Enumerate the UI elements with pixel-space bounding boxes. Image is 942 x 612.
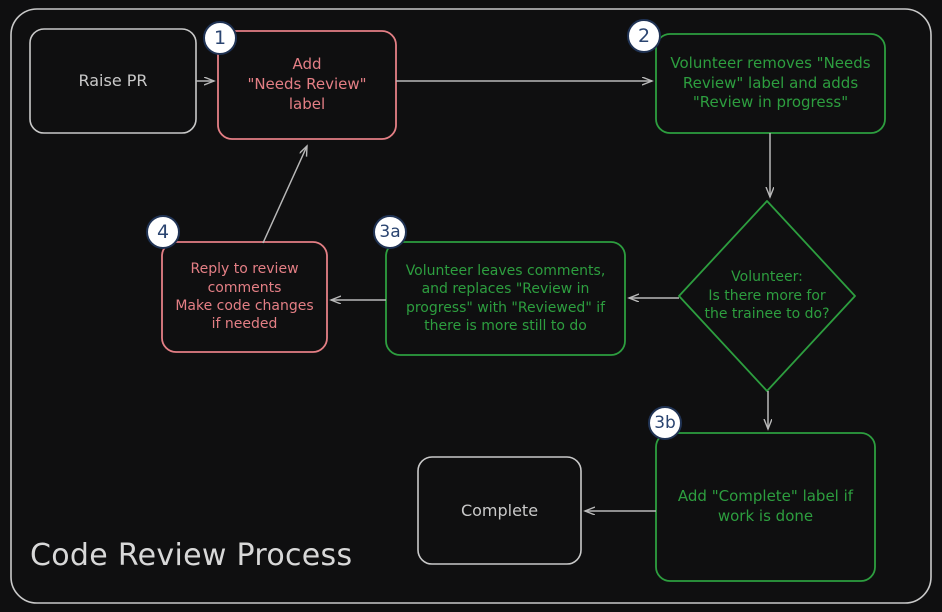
step-badge-3a[interactable]: 3a: [373, 215, 407, 249]
step-badge-3b[interactable]: 3b: [648, 406, 682, 440]
node-volunteer-leaves-comments[interactable]: [385, 241, 626, 356]
node-add-needs-review-label[interactable]: [217, 30, 397, 140]
step-badge-2[interactable]: 2: [627, 19, 661, 53]
step-badge-4[interactable]: 4: [146, 215, 180, 249]
node-complete[interactable]: [417, 456, 582, 565]
node-volunteer-decision[interactable]: [678, 200, 856, 392]
step-badge-1[interactable]: 1: [203, 21, 237, 55]
diagram-title: Code Review Process: [30, 538, 353, 573]
node-volunteer-swaps-labels[interactable]: [655, 33, 886, 134]
node-reply-to-review-comments[interactable]: [161, 241, 328, 353]
node-raise-pr[interactable]: [29, 28, 197, 134]
edge-reply-to-add-label: [262, 146, 307, 244]
outer-frame: [10, 8, 932, 604]
node-add-complete-label[interactable]: [655, 432, 876, 582]
